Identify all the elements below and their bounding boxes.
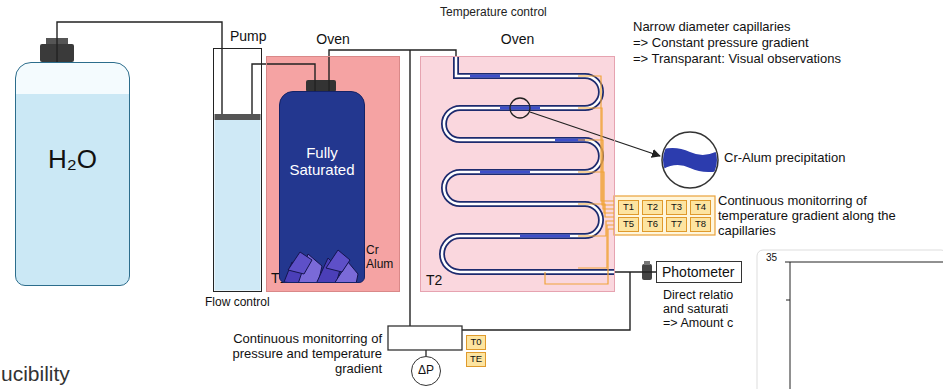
node-text: T8 [695, 218, 706, 230]
node-text: T3 [671, 201, 682, 213]
callout-label: Cr-Alum precipitation [724, 151, 845, 166]
node-text: ΔP [412, 357, 440, 384]
pump-tube [221, 48, 222, 114]
chart-tick [786, 300, 790, 301]
oven-fill [420, 56, 615, 292]
sensor-wires [545, 76, 614, 284]
chart-axis [790, 262, 791, 389]
saturation-vessel: Fully Saturated [279, 91, 365, 283]
node-text: T5 [623, 218, 634, 230]
node-text: T6 [647, 218, 658, 230]
pump-piston [215, 114, 261, 120]
axis-tick-label: 35 [766, 252, 777, 264]
note: Continuous monitorring of temperature gr… [718, 194, 933, 239]
photometer: Photometer [656, 261, 742, 283]
temperature-sensor: T6 [642, 217, 663, 232]
node-text: T2 [426, 272, 442, 288]
pressure-tap [462, 272, 630, 330]
node-text: T1 [623, 201, 634, 213]
sensor-housing [388, 326, 462, 350]
note: => Amount c [663, 316, 733, 330]
node-text: T2 [647, 201, 658, 213]
precipitate-band [660, 148, 722, 172]
node-text: H₂O [16, 145, 129, 175]
tube-line [615, 271, 656, 272]
capillary-bore [442, 56, 615, 272]
water-reservoir: H₂O [15, 62, 130, 286]
zoom-view [662, 132, 718, 188]
temperature-sensor: T0 [466, 335, 486, 350]
note: => Transparant: Visual observations [633, 52, 841, 67]
precipitate [470, 76, 585, 236]
sensor-panel [614, 196, 715, 235]
slide-heading-fragment: ucibility [1, 362, 70, 386]
pressure-tap [409, 50, 410, 326]
node-text: T0 [470, 336, 481, 348]
capillary [442, 56, 615, 272]
temperature-sensor: T3 [666, 200, 687, 215]
crystals [280, 92, 365, 283]
temperature-sensor: T4 [690, 200, 711, 215]
temperature-sensor: T8 [690, 217, 711, 232]
zoom-circle [510, 98, 530, 118]
temperature-sensor: T7 [666, 217, 687, 232]
node-text: Oven [421, 31, 614, 47]
part-label: Flow control [205, 296, 270, 310]
pump-tube [252, 64, 262, 114]
pump: Pump [213, 48, 262, 292]
node-text: Pump [230, 28, 267, 44]
temperature-sensor: TE [466, 352, 486, 367]
note: Direct relatio [663, 288, 733, 302]
chart-tick [785, 262, 790, 263]
note: => Constant pressure gradient [633, 36, 809, 51]
tube-line [57, 22, 222, 62]
node-text: T4 [695, 201, 706, 213]
node-text: Fully Saturated [283, 144, 361, 179]
pump-fluid [215, 120, 261, 291]
note: Narrow diameter capillaries [633, 20, 791, 35]
part-label: Cr Alum [366, 244, 400, 272]
node-text: Photometer [662, 264, 734, 281]
temperature-sensor: T2 [642, 200, 663, 215]
chart-inset [757, 250, 943, 389]
note: Continuous monitorring of pressure and t… [228, 332, 382, 377]
oven-fill [266, 56, 400, 292]
heading-label: Temperature control [440, 6, 547, 20]
node-text: TE [470, 353, 482, 365]
note: and saturati [663, 302, 728, 316]
chart-axis [790, 262, 943, 263]
zoom-arrow [530, 112, 660, 156]
oven: OvenT2 [420, 56, 615, 292]
tube-line [262, 64, 315, 91]
node-text: T7 [671, 218, 682, 230]
temperature-sensor: T1 [618, 200, 639, 215]
node-text: Oven [267, 31, 399, 47]
oven: OvenT1Fully Saturated [266, 56, 400, 292]
photometer-icon [644, 261, 650, 265]
pressure-gauge: ΔP [411, 356, 441, 386]
temperature-sensor: T5 [618, 217, 639, 232]
